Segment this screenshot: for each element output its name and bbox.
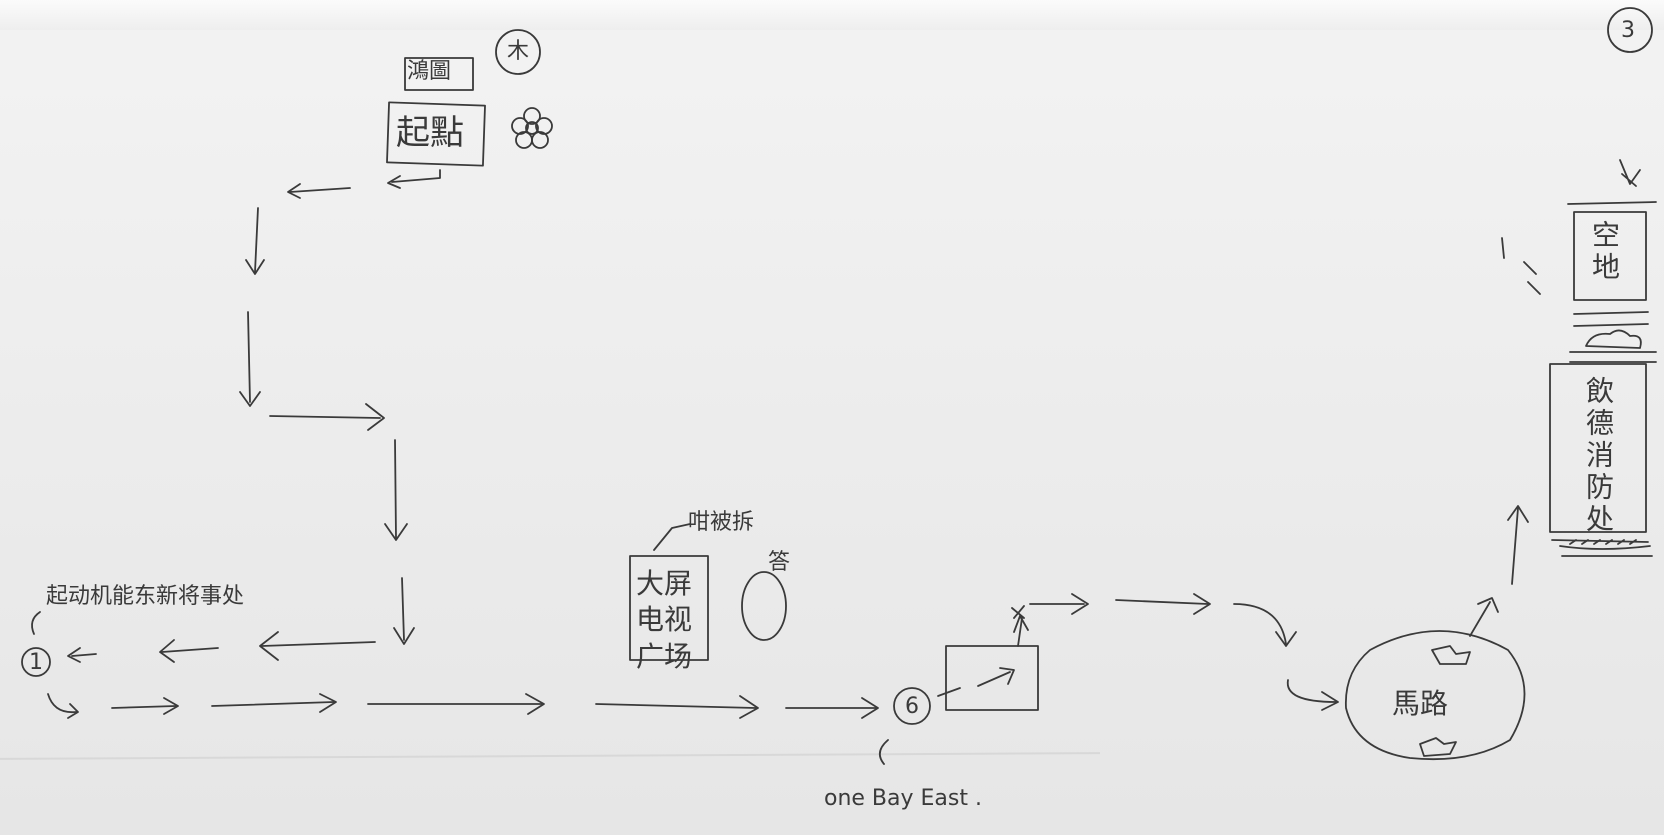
paper-top-edge bbox=[0, 0, 1664, 30]
top-note-box bbox=[404, 57, 474, 91]
station-1-pointer bbox=[31, 611, 41, 635]
page-number-circle bbox=[1607, 7, 1653, 53]
station-1-number: 1 bbox=[29, 650, 43, 675]
roundabout-outline bbox=[1345, 630, 1526, 761]
route-arrows-top bbox=[239, 169, 441, 645]
route-arrows-left bbox=[67, 631, 376, 663]
roundabout-label: 馬路 bbox=[1392, 687, 1449, 720]
empty-lot-box bbox=[1573, 211, 1647, 301]
exit-arrow-line bbox=[1469, 601, 1491, 637]
circle-mark bbox=[495, 29, 541, 75]
bubble-icon bbox=[741, 571, 787, 641]
cross-mark bbox=[1011, 605, 1025, 619]
bay-box bbox=[945, 645, 1039, 711]
screen-building-box bbox=[629, 555, 709, 661]
start-circle-mark: 木 bbox=[507, 39, 530, 64]
fire-station-label: 飲德消防处 bbox=[1582, 376, 1615, 536]
station-1-label: 起动机能东新将事处 bbox=[46, 584, 245, 609]
page-number: 3 bbox=[1621, 18, 1635, 43]
tick-mark bbox=[1619, 159, 1641, 187]
screen-note-pointer bbox=[653, 523, 691, 551]
station-6-number: 6 bbox=[905, 694, 919, 719]
vehicle-icon-bottom bbox=[1419, 737, 1457, 757]
station-6-pointer bbox=[878, 739, 889, 765]
start-top-note: 鴻圖 bbox=[407, 59, 452, 84]
screen-building-note: 咁被拆 bbox=[688, 510, 755, 535]
fire-station-box bbox=[1549, 363, 1647, 533]
station-6-circle bbox=[893, 687, 931, 725]
screen-building-note-right: 答 bbox=[768, 550, 791, 575]
start-box bbox=[386, 101, 486, 167]
start-label: 起點 bbox=[396, 113, 464, 153]
screen-building-label: 大屏电视广场 bbox=[636, 567, 693, 673]
route-arrows-bottom bbox=[47, 693, 879, 719]
car-icon bbox=[1585, 329, 1642, 349]
flower-icon bbox=[511, 107, 553, 149]
station-1-circle bbox=[21, 647, 51, 677]
route-arrows-right bbox=[1029, 593, 1339, 711]
station-6-caption: one Bay East . bbox=[824, 786, 982, 811]
empty-lot-label: 空地 bbox=[1588, 220, 1621, 284]
vehicle-icon-top bbox=[1431, 645, 1471, 665]
